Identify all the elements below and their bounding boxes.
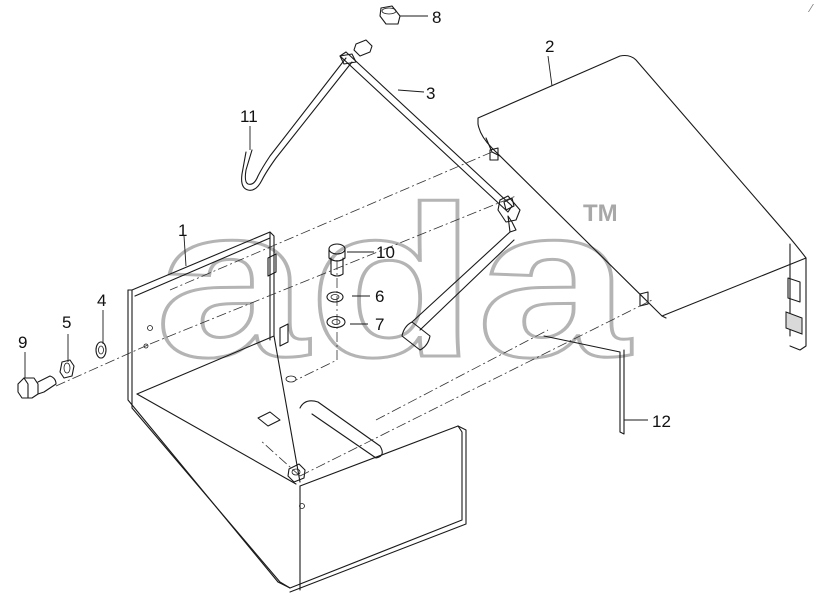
part-6-washer xyxy=(326,291,344,303)
callout-2: 2 xyxy=(545,37,554,56)
part-11-hook-rod xyxy=(241,57,353,191)
part-1-housing xyxy=(127,231,467,593)
part-5-nut xyxy=(59,359,75,379)
leader-lines xyxy=(24,15,648,421)
callout-12: 12 xyxy=(652,412,671,431)
callout-4: 4 xyxy=(97,291,106,310)
part-4-washer xyxy=(95,341,107,359)
callout-10: 10 xyxy=(376,243,395,262)
part-7-washer xyxy=(326,315,346,329)
callouts: 1 2 3 4 5 6 7 8 9 10 11 12 xyxy=(18,8,671,431)
part-3-support-rod xyxy=(339,51,521,233)
corner-mark: ⁄ xyxy=(807,2,814,15)
callout-7: 7 xyxy=(375,315,384,334)
callout-3: 3 xyxy=(426,84,435,103)
callout-9: 9 xyxy=(18,333,27,352)
callout-1: 1 xyxy=(178,221,187,240)
watermark-logo: ada xyxy=(155,161,632,402)
callout-6: 6 xyxy=(375,287,384,306)
part-8-cap xyxy=(353,5,401,57)
part-9-bolt xyxy=(17,375,57,399)
callout-5: 5 xyxy=(62,313,71,332)
callout-8: 8 xyxy=(432,8,441,27)
callout-11: 11 xyxy=(240,107,258,126)
part-2-cover-plate xyxy=(477,54,807,351)
watermark: ada TM xyxy=(154,160,634,404)
watermark-trademark: TM xyxy=(583,200,618,227)
assembly-center-lines xyxy=(55,151,653,477)
